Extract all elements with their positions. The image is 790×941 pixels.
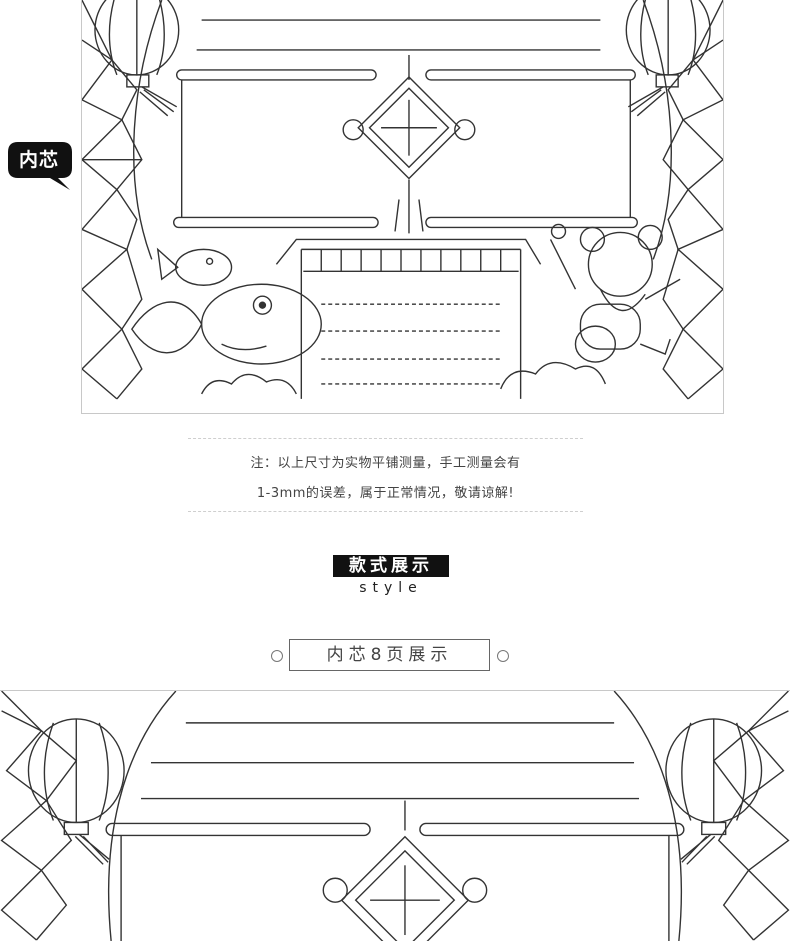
inner-badge-label: 内芯 [18, 149, 59, 171]
note-bottom-divider [188, 511, 583, 512]
coloring-page-illustration-top [81, 0, 724, 414]
lantern-right [625, 0, 711, 117]
chinese-knot [342, 54, 476, 234]
lantern-left [94, 0, 180, 117]
inner-pages-label: 内芯8页展示 [289, 639, 490, 671]
koi-fish [131, 247, 322, 365]
coloring-page-illustration-bottom [0, 690, 790, 941]
mosaic-right [662, 0, 723, 400]
circle-ring-icon [497, 650, 509, 662]
child-figure [549, 223, 681, 363]
circle-ring-icon [271, 650, 283, 662]
inner-badge: 内芯 [6, 140, 74, 192]
style-section-title: 款式展示 [333, 555, 449, 577]
pavilion [275, 238, 542, 399]
style-section-subtitle: style [359, 580, 423, 596]
mosaic-left [82, 0, 143, 400]
note-top-divider [188, 438, 583, 439]
speech-bubble-icon [8, 142, 72, 190]
measurement-note-line-1: 注：以上尺寸为实物平铺测量，手工测量会有 [250, 456, 521, 471]
measurement-note-line-2: 1-3mm的误差，属于正常情况，敬请谅解! [256, 486, 515, 501]
